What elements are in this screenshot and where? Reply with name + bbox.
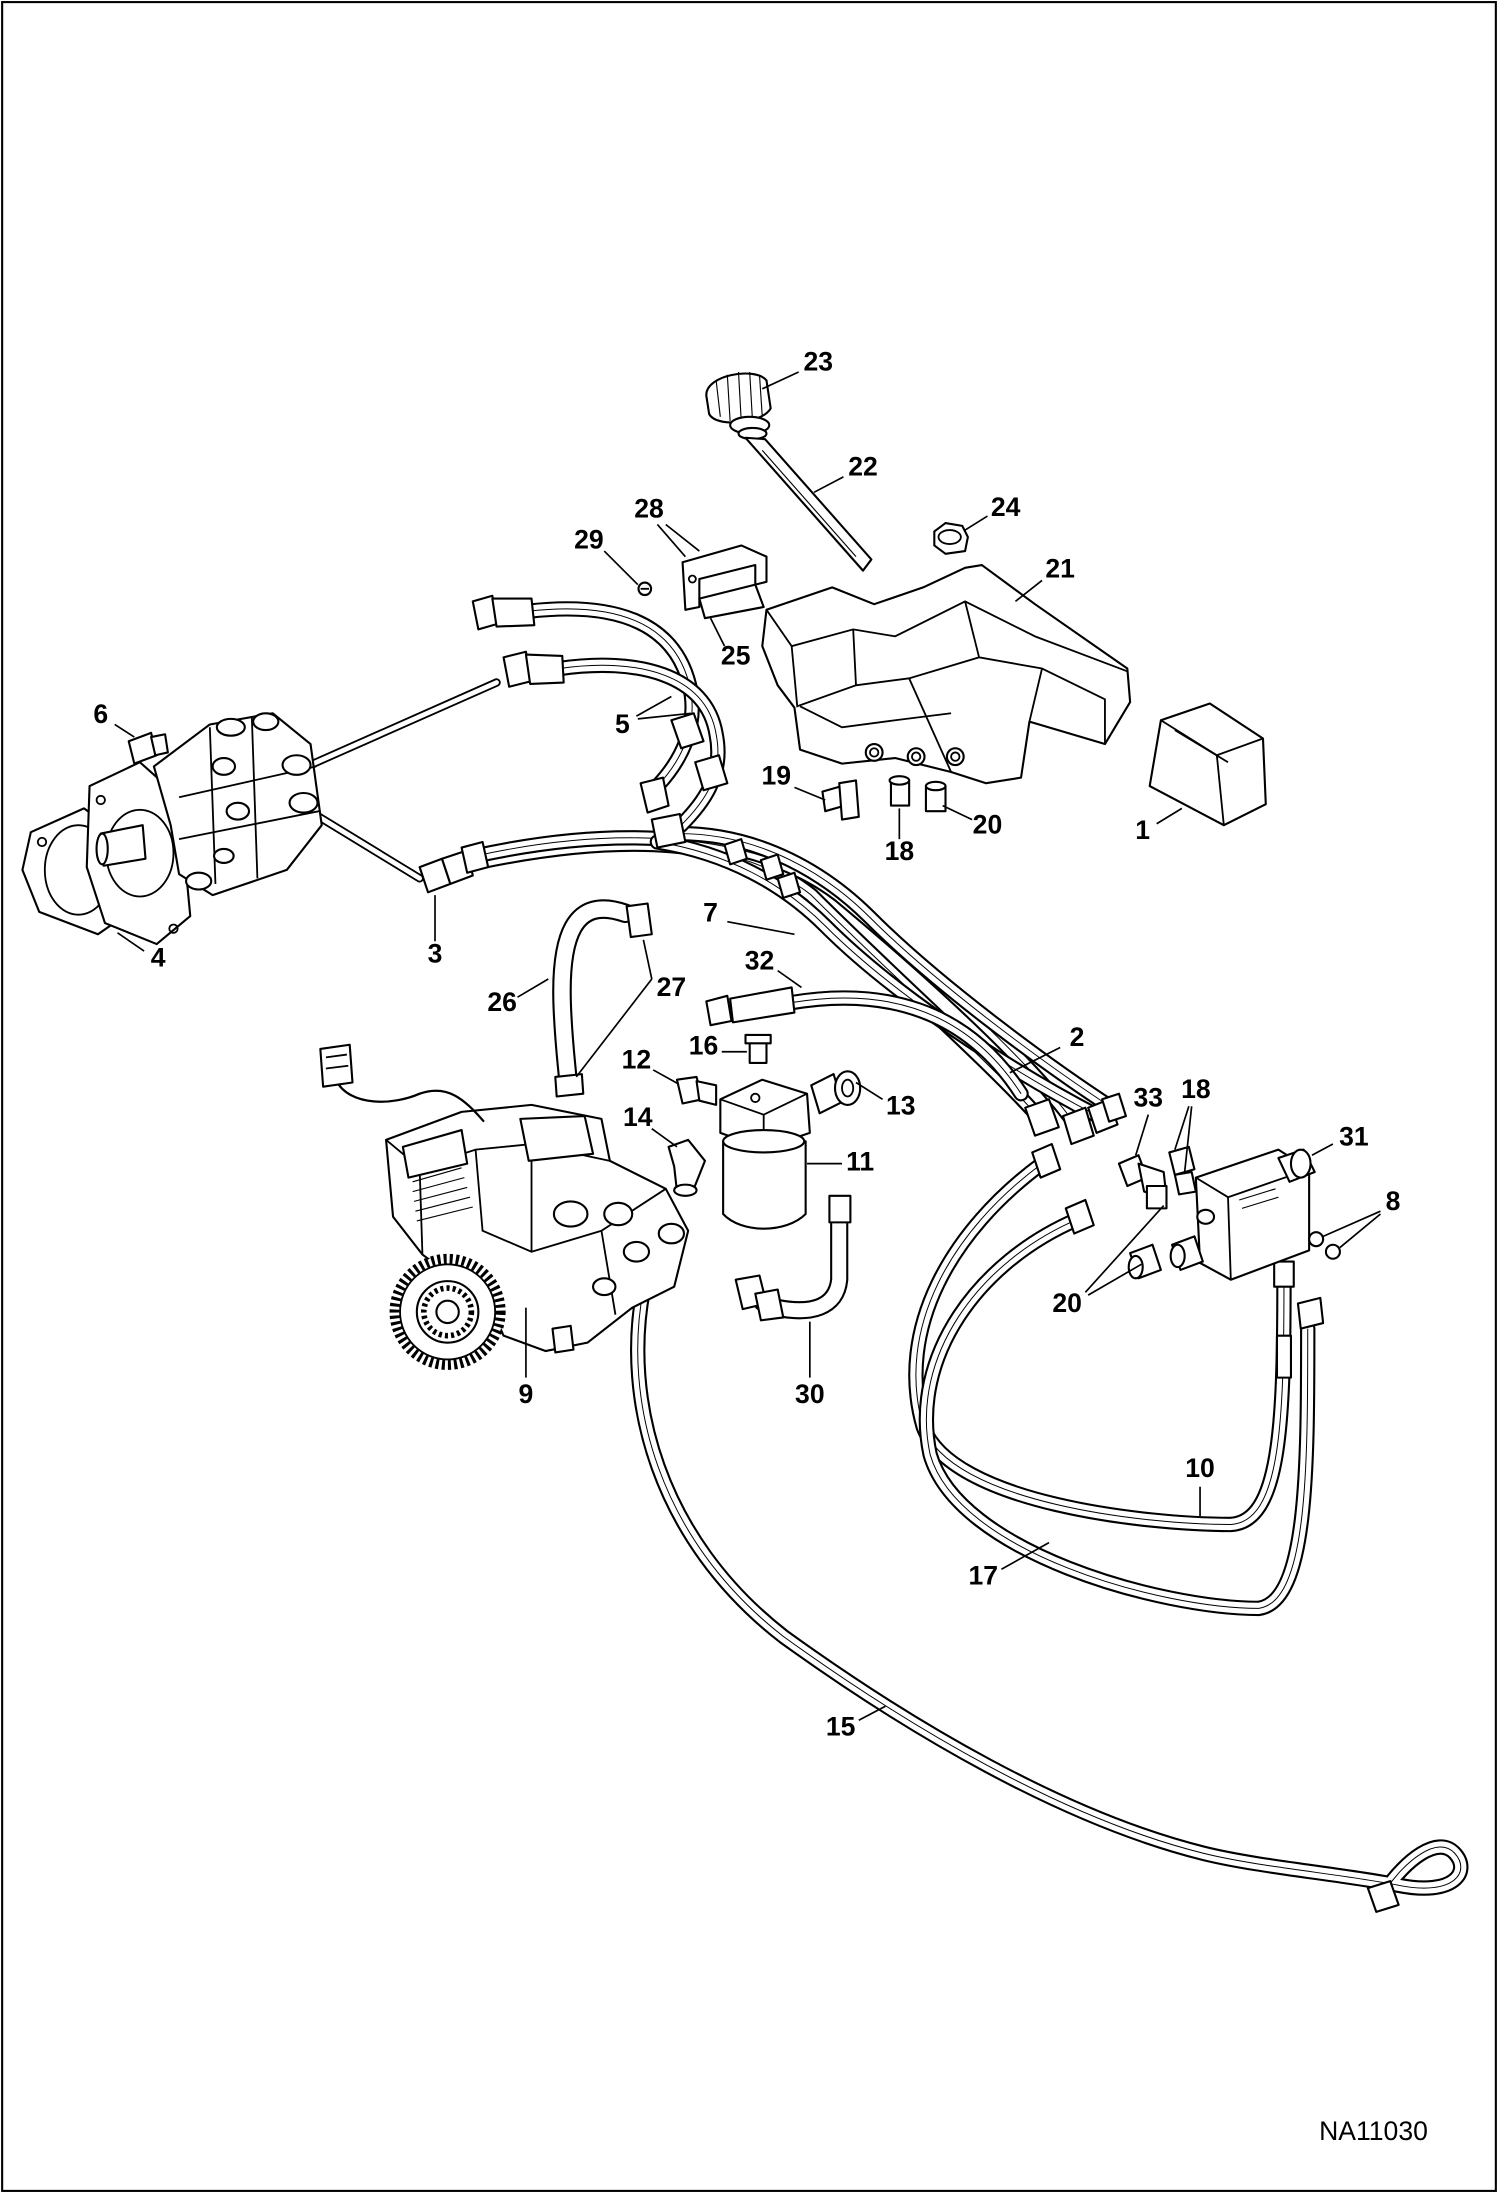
callout-8: 8 [1386,1186,1401,1216]
tank-fittings [821,775,947,821]
callout-18: 18 [1181,1074,1211,1104]
leader-line [942,804,973,821]
leader-line [1322,1210,1382,1249]
leader-line [855,1081,884,1101]
callout-18: 18 [885,836,915,866]
callout-5: 5 [615,709,630,739]
callout-20: 20 [1052,1288,1082,1318]
valve-block [1169,1148,1316,1281]
fitting-16 [744,1033,772,1064]
fitting-14 [667,1138,706,1197]
leader-line [652,1069,679,1085]
leader-line [575,939,653,1078]
hose-15 [638,1290,1461,1891]
callout-26: 26 [487,987,517,1017]
fitting-13 [810,1070,862,1115]
leader-line [709,617,726,647]
callout-17: 17 [968,1561,998,1591]
leader-line [117,932,145,952]
callout-15: 15 [826,1712,856,1742]
callout-12: 12 [622,1045,652,1075]
leader-line [794,786,826,801]
callout-9: 9 [519,1379,534,1409]
fitting-20-valve [1127,1243,1162,1280]
callout-20: 20 [973,810,1003,840]
injection-pump [385,1103,690,1354]
callout-7: 7 [703,898,718,928]
callout-33: 33 [1134,1082,1164,1112]
leader-line [777,969,802,989]
plug [933,522,969,555]
fitting-12 [675,1075,718,1106]
leader-lines [114,371,1382,1722]
callout-30: 30 [795,1379,825,1409]
screw [637,581,653,597]
hydraulic-pump [85,712,323,946]
callout-10: 10 [1185,1453,1215,1483]
bracket [681,544,768,620]
pump-bolt [127,731,169,765]
cover-1 [1148,702,1267,827]
callout-14: 14 [623,1102,653,1132]
pump-wiring-harness [319,1043,485,1123]
leader-line [636,695,692,720]
callout-21: 21 [1045,554,1075,584]
leader-line [858,1705,886,1722]
callout-2: 2 [1070,1022,1085,1052]
leader-line [1311,1143,1334,1156]
leader-line [727,920,795,936]
leader-line [1009,1046,1061,1074]
callout-28: 28 [634,494,664,524]
leader-line [1174,1106,1193,1173]
leader-line [656,523,700,558]
callout-22: 22 [848,452,878,482]
callout-32: 32 [745,945,775,975]
leader-line [1001,1541,1050,1570]
leader-line [651,1127,678,1148]
callout-11: 11 [846,1147,874,1177]
leader-line [813,476,844,494]
callout-29: 29 [574,524,604,554]
valve-screws [1308,1231,1341,1260]
leader-line [603,550,639,586]
callout-labels: 23 22 24 28 29 21 25 6 5 19 18 20 1 4 3 … [93,347,1428,2146]
leader-line [964,515,988,531]
callout-16: 16 [689,1031,719,1061]
leader-line [1014,579,1043,603]
callout-27: 27 [657,972,687,1002]
callout-31: 31 [1339,1121,1369,1151]
leader-line [517,978,549,998]
leader-line [761,371,800,390]
fitting-18-valve [1168,1145,1197,1196]
callout-4: 4 [151,942,166,972]
hose-fittings [418,594,1400,1913]
callout-24: 24 [991,492,1021,522]
callout-23: 23 [803,347,833,377]
injection-pump-gear [389,1253,506,1370]
fitting-33 [1117,1154,1168,1210]
figure-id: NA11030 [1319,2116,1428,2146]
dipstick-cap [705,371,772,441]
leader-line [114,723,135,738]
leader-line [1084,1205,1165,1296]
filter-canister [722,1129,807,1230]
callout-1: 1 [1135,815,1150,845]
leader-line [1156,807,1183,825]
callout-13: 13 [886,1091,916,1121]
dipstick [744,436,873,572]
callout-3: 3 [428,938,443,968]
callout-6: 6 [93,699,108,729]
hydraulic-tank [761,563,1132,785]
leader-line [1134,1114,1150,1156]
callout-25: 25 [721,640,751,670]
callout-19: 19 [761,761,791,791]
